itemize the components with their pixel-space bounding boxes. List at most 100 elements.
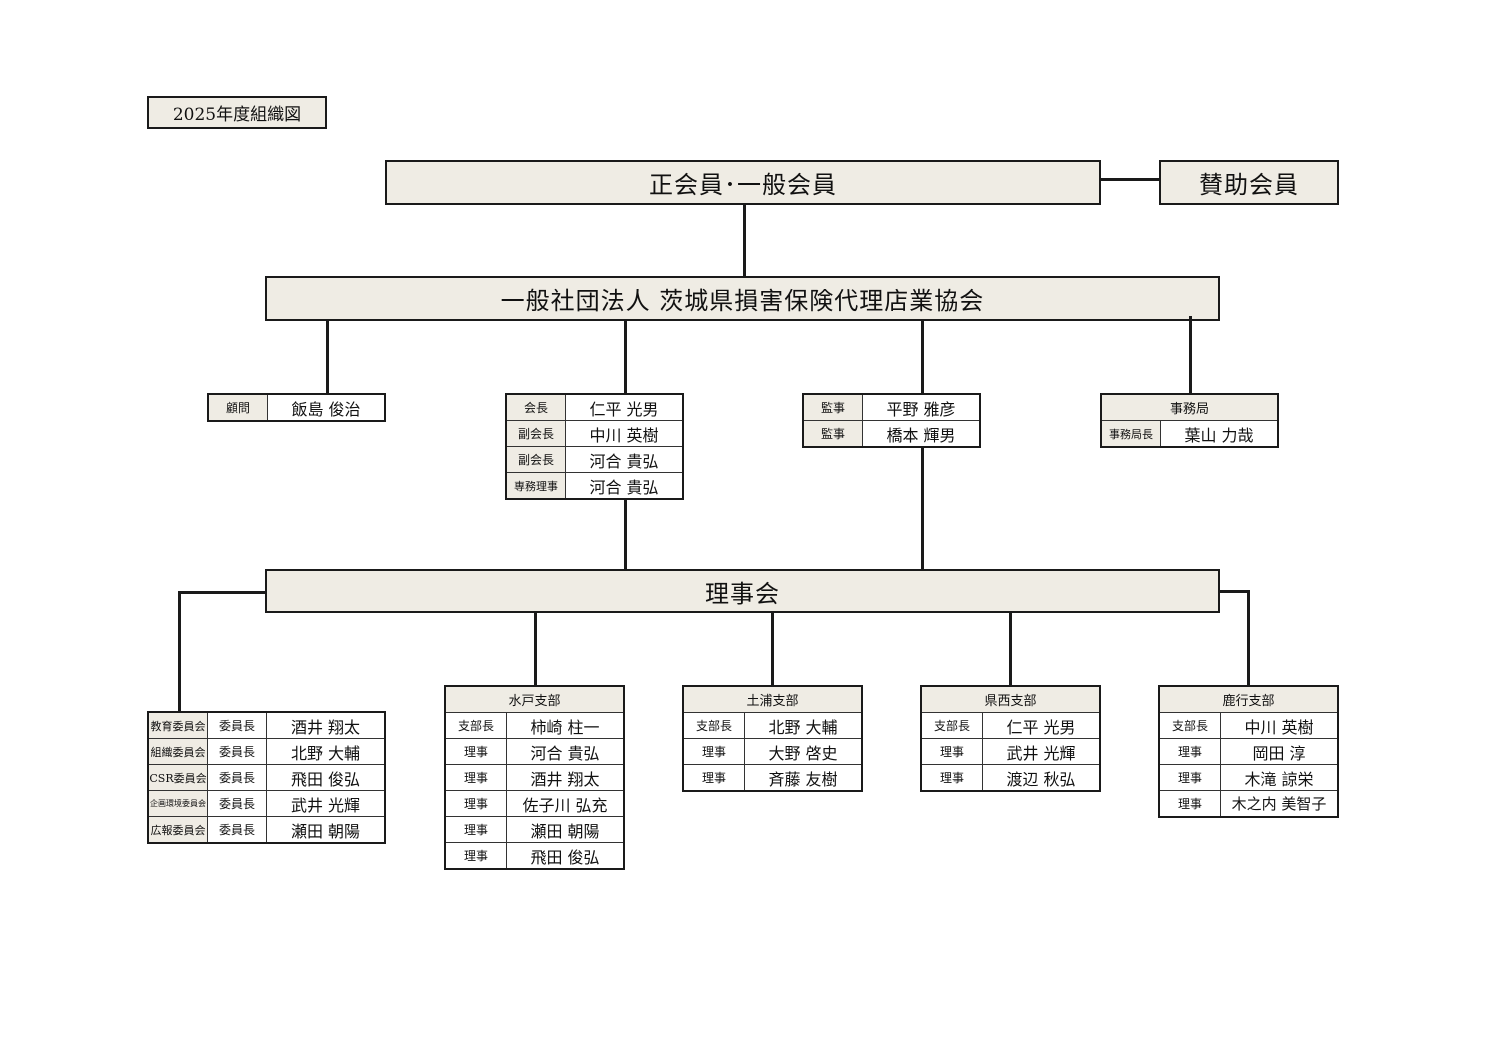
table-row: 顧問 飯島 俊治 (207, 393, 386, 422)
table-row: 土浦支部 (682, 685, 863, 713)
connector-tsuchiura (771, 613, 774, 685)
branch-role: 理事 (444, 790, 507, 817)
table-row: 理事佐子川 弘充 (444, 790, 625, 817)
branch-member-name: 大野 啓史 (744, 738, 863, 765)
connector-kensei (1009, 613, 1012, 685)
table-row: 理事木滝 諒栄 (1158, 764, 1339, 791)
table-row: 県西支部 (920, 685, 1101, 713)
advisor-name: 飯島 俊治 (267, 393, 386, 422)
supporters-box: 賛助会員 (1159, 160, 1339, 205)
committees-table: 教育委員会委員長酒井 翔太 組織委員会委員長北野 大輔 CSR委員会委員長飛田 … (147, 711, 386, 844)
officers-table: 会長仁平 光男 副会長中川 英樹 副会長河合 貴弘 専務理事河合 貴弘 (505, 393, 684, 500)
table-row: 副会長河合 貴弘 (505, 446, 684, 473)
connector-secretariat (1189, 316, 1192, 393)
auditor-name: 橋本 輝男 (862, 420, 981, 448)
officer-role: 副会長 (505, 420, 566, 447)
branch-member-name: 瀬田 朝陽 (506, 816, 625, 843)
table-row: 水戸支部 (444, 685, 625, 713)
table-row: 専務理事河合 貴弘 (505, 472, 684, 500)
committee-role: 委員長 (207, 711, 267, 739)
committee-role: 委員長 (207, 738, 267, 765)
table-row: 理事木之内 美智子 (1158, 790, 1339, 818)
branch-member-name: 武井 光輝 (982, 738, 1101, 765)
chart-title: 2025年度組織図 (147, 96, 327, 129)
branch-role: 理事 (682, 738, 745, 765)
branch-role: 理事 (444, 738, 507, 765)
table-row: 副会長中川 英樹 (505, 420, 684, 447)
branch-role: 理事 (1158, 738, 1221, 765)
table-row: 事務局長葉山 力哉 (1100, 420, 1279, 448)
branch-table-tsuchiura: 土浦支部 支部長北野 大輔 理事大野 啓史 理事斉藤 友樹 (682, 685, 863, 792)
auditor-role: 監事 (802, 393, 863, 421)
committee-name: 広報委員会 (147, 816, 208, 844)
branch-table-mito: 水戸支部 支部長柿崎 柱一 理事河合 貴弘 理事酒井 翔太 理事佐子川 弘充 理… (444, 685, 625, 870)
officer-name: 河合 貴弘 (565, 472, 684, 500)
officer-name: 中川 英樹 (565, 420, 684, 447)
branch-member-name: 柿崎 柱一 (506, 712, 625, 739)
branch-role: 支部長 (920, 712, 983, 739)
table-row: 理事斉藤 友樹 (682, 764, 863, 792)
table-row: 理事瀬田 朝陽 (444, 816, 625, 843)
table-row: 理事渡辺 秋弘 (920, 764, 1101, 792)
branch-member-name: 渡辺 秋弘 (982, 764, 1101, 792)
branch-role: 理事 (682, 764, 745, 792)
table-row: 理事岡田 淳 (1158, 738, 1339, 765)
branch-title: 土浦支部 (682, 685, 863, 713)
advisor-table: 顧問 飯島 俊治 (207, 393, 386, 422)
branch-member-name: 酒井 翔太 (506, 764, 625, 791)
branch-title: 県西支部 (920, 685, 1101, 713)
branch-title: 水戸支部 (444, 685, 625, 713)
branch-role: 支部長 (1158, 712, 1221, 739)
committee-role: 委員長 (207, 790, 267, 817)
branch-role: 理事 (920, 738, 983, 765)
connector-officers (624, 321, 627, 393)
committee-name: 組織委員会 (147, 738, 208, 765)
advisor-role: 顧問 (207, 393, 268, 422)
table-row: 支部長中川 英樹 (1158, 712, 1339, 739)
table-row: 監事橋本 輝男 (802, 420, 981, 448)
members-box: 正会員･一般会員 (385, 160, 1101, 205)
connector-officers-board (624, 497, 627, 569)
officer-name: 河合 貴弘 (565, 446, 684, 473)
table-row: 支部長仁平 光男 (920, 712, 1101, 739)
connector-mito (534, 613, 537, 685)
branch-member-name: 木之内 美智子 (1220, 790, 1339, 818)
branch-member-name: 飛田 俊弘 (506, 842, 625, 870)
committee-chair: 瀬田 朝陽 (266, 816, 386, 844)
committee-role: 委員長 (207, 764, 267, 791)
branch-role: 支部長 (682, 712, 745, 739)
branch-member-name: 北野 大輔 (744, 712, 863, 739)
committee-chair: 飛田 俊弘 (266, 764, 386, 791)
auditor-name: 平野 雅彦 (862, 393, 981, 421)
branch-member-name: 斉藤 友樹 (744, 764, 863, 792)
table-row: 組織委員会委員長北野 大輔 (147, 738, 386, 765)
committee-role: 委員長 (207, 816, 267, 844)
table-row: 鹿行支部 (1158, 685, 1339, 713)
auditor-role: 監事 (802, 420, 863, 448)
table-row: 事務局 (1100, 393, 1279, 421)
connector-advisor (326, 321, 329, 393)
connector-auditors (921, 321, 924, 393)
board-box: 理事会 (265, 569, 1220, 613)
branch-member-name: 仁平 光男 (982, 712, 1101, 739)
table-row: 理事大野 啓史 (682, 738, 863, 765)
branch-member-name: 岡田 淳 (1220, 738, 1339, 765)
branch-role: 理事 (1158, 790, 1221, 818)
auditors-table: 監事平野 雅彦 監事橋本 輝男 (802, 393, 981, 448)
branch-role: 理事 (1158, 764, 1221, 791)
table-row: 支部長柿崎 柱一 (444, 712, 625, 739)
connector-board-committees-v (178, 591, 181, 711)
branch-role: 理事 (920, 764, 983, 792)
officer-role: 会長 (505, 393, 566, 421)
connector-members-supporters (1101, 178, 1159, 181)
table-row: 教育委員会委員長酒井 翔太 (147, 711, 386, 739)
connector-rokko-h (1220, 590, 1250, 593)
table-row: 理事武井 光輝 (920, 738, 1101, 765)
branch-role: 理事 (444, 842, 507, 870)
table-row: 監事平野 雅彦 (802, 393, 981, 421)
secretariat-name: 葉山 力哉 (1160, 420, 1279, 448)
table-row: 企画環境委員会委員長武井 光輝 (147, 790, 386, 817)
association-box: 一般社団法人 茨城県損害保険代理店業協会 (265, 276, 1220, 321)
committee-name: 企画環境委員会 (147, 790, 208, 817)
committee-name: 教育委員会 (147, 711, 208, 739)
